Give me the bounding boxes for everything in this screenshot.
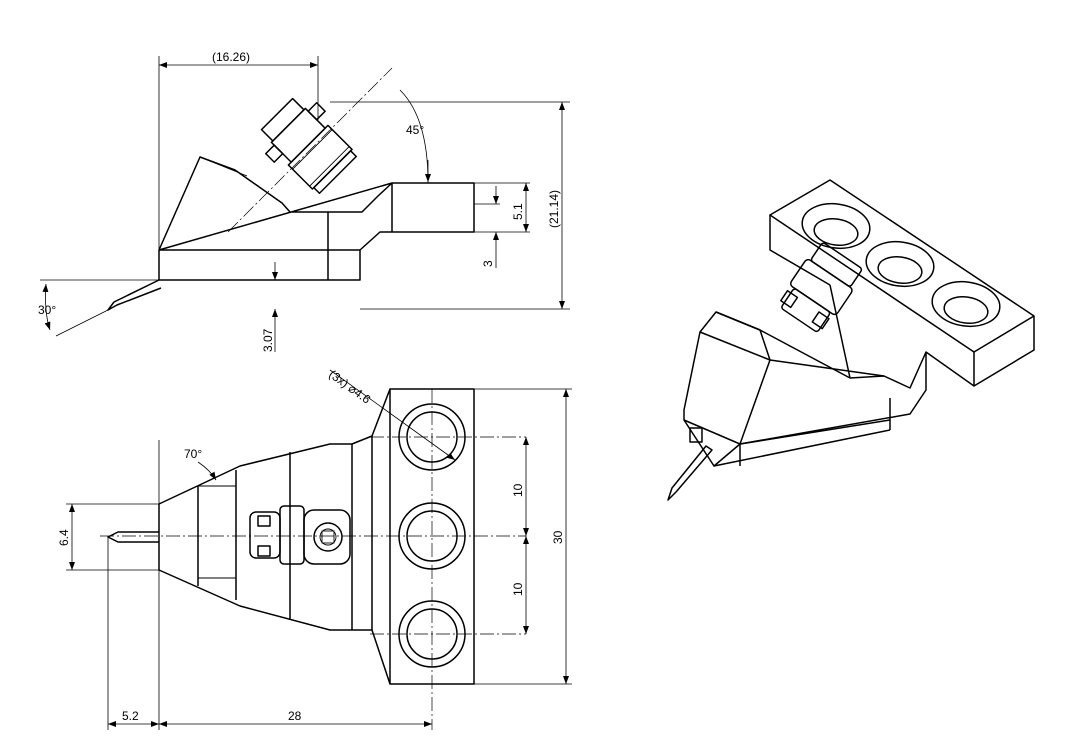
iso-front-body bbox=[683, 311, 927, 467]
dim-top-holes: (3x) ⌀4.6 bbox=[326, 367, 373, 407]
dim-side-small: 3 bbox=[481, 260, 495, 267]
side-view-connector bbox=[260, 97, 358, 195]
top-view-body bbox=[158, 388, 475, 685]
side-view-probe-tip bbox=[107, 279, 162, 311]
iso-block-top bbox=[769, 179, 1035, 353]
side-view-connector-axis bbox=[227, 67, 393, 233]
isometric-view bbox=[667, 179, 1035, 501]
dim-side-height: (21.14) bbox=[547, 190, 561, 228]
dim-top-length: 28 bbox=[288, 709, 302, 723]
dim-side-base: 3.07 bbox=[261, 328, 275, 352]
side-view-body bbox=[158, 156, 475, 281]
dim-top-pitch-2: 10 bbox=[511, 582, 525, 596]
dim-top-pitch-1: 10 bbox=[511, 483, 525, 497]
dim-side-angle-30: 30° bbox=[38, 303, 56, 317]
dim-top-tip-width: 6.4 bbox=[57, 529, 71, 546]
iso-connector bbox=[780, 242, 863, 333]
top-view: (3x) ⌀4.6 70° 6.4 10 10 30 5.2 28 bbox=[57, 367, 572, 730]
dim-top-total-height: 30 bbox=[551, 530, 565, 544]
dim-top-tip-length: 5.2 bbox=[122, 709, 139, 723]
iso-probe-tip bbox=[667, 445, 713, 501]
top-view-probe-tip bbox=[107, 531, 159, 543]
dim-side-width: (16.26) bbox=[212, 50, 250, 64]
dim-side-angle-45: 45° bbox=[406, 123, 424, 137]
dim-side-offset: 5.1 bbox=[511, 203, 525, 220]
top-view-connector bbox=[249, 505, 351, 565]
dim-top-angle: 70° bbox=[184, 447, 202, 461]
side-view-top-edge bbox=[199, 156, 248, 177]
side-view: (16.26) (21.14) 45° 5.1 3 3.07 30° bbox=[38, 50, 570, 352]
